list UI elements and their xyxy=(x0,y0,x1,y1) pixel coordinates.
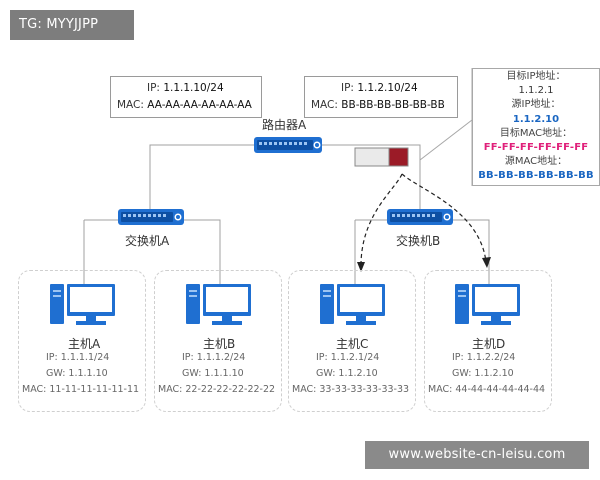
host-c-gw: GW: 1.1.2.10 xyxy=(316,368,378,379)
host-b-name: 主机B xyxy=(203,337,236,351)
computer-b-icon xyxy=(186,284,251,325)
host-a-gw: GW: 1.1.1.10 xyxy=(46,368,108,379)
ip-label: IP: xyxy=(341,82,354,94)
host-c-ip: IP: 1.1.2.1/24 xyxy=(316,352,380,363)
computer-c-icon xyxy=(320,284,385,325)
router-right-ip: 1.1.2.10/24 xyxy=(357,82,418,94)
src-mac-value: BB-BB-BB-BB-BB-BB xyxy=(478,170,594,182)
computer-d-icon xyxy=(455,284,520,325)
dst-mac-value: FF-FF-FF-FF-FF-FF xyxy=(483,142,589,154)
switch-a-label: 交换机A xyxy=(125,234,170,248)
broadcast-arrow-d xyxy=(401,173,487,263)
router-icon xyxy=(254,137,322,153)
host-c-name: 主机C xyxy=(336,337,369,351)
host-d-box xyxy=(424,270,552,412)
host-d-gw: GW: 1.1.2.10 xyxy=(452,368,514,379)
packet-callout: 目标IP地址： 1.1.2.1 源IP地址： 1.1.2.10 目标MAC地址：… xyxy=(472,68,600,186)
link-switch-b-hosts xyxy=(354,219,490,288)
ip-label: IP: xyxy=(147,82,160,94)
watermark-label: www.website-cn-leisu.com xyxy=(365,441,589,469)
link-router-switch-b xyxy=(322,144,421,210)
host-c-mac: MAC: 33-33-33-33-33-33 xyxy=(292,384,410,395)
host-a-mac: MAC: 11-11-11-11-11-11 xyxy=(22,384,140,395)
src-ip-label: 源IP地址： xyxy=(511,99,561,111)
router-left-port-info: IP: 1.1.1.10/24 MAC: AA-AA-AA-AA-AA-AA xyxy=(110,76,262,118)
host-a-box xyxy=(18,270,146,412)
host-d-ip: IP: 1.1.2.2/24 xyxy=(452,352,516,363)
mac-label: MAC: xyxy=(311,99,338,111)
router-right-mac: BB-BB-BB-BB-BB-BB xyxy=(341,99,445,111)
src-mac-label: 源MAC地址： xyxy=(504,156,568,168)
switch-b-icon xyxy=(387,209,453,225)
computer-a-icon xyxy=(50,284,115,325)
host-a-name: 主机A xyxy=(68,337,101,351)
router-left-mac: AA-AA-AA-AA-AA-AA xyxy=(147,99,252,111)
host-a-ip: IP: 1.1.1.1/24 xyxy=(46,352,110,363)
host-b-gw: GW: 1.1.1.10 xyxy=(182,368,244,379)
switch-b-label: 交换机B xyxy=(396,234,441,248)
dst-mac-label: 目标MAC地址： xyxy=(499,127,573,139)
dst-ip-label: 目标IP地址： xyxy=(506,71,566,82)
mac-label: MAC: xyxy=(117,99,144,111)
router-left-ip: 1.1.1.10/24 xyxy=(163,82,224,94)
router-right-port-info: IP: 1.1.2.10/24 MAC: BB-BB-BB-BB-BB-BB xyxy=(304,76,458,118)
link-switch-a-hosts xyxy=(83,219,221,288)
host-b-ip: IP: 1.1.1.2/24 xyxy=(182,352,246,363)
link-router-switch-a xyxy=(149,144,255,210)
host-c-box xyxy=(288,270,416,412)
arrowhead-d xyxy=(482,257,491,268)
tag-label: TG: MYYJJPP xyxy=(10,10,134,40)
host-b-box xyxy=(154,270,282,412)
src-ip-value: 1.1.2.10 xyxy=(512,113,560,125)
switch-a-icon xyxy=(118,209,184,225)
host-d-name: 主机D xyxy=(472,337,506,351)
router-label: 路由器A xyxy=(262,118,307,132)
packet-icon xyxy=(354,147,409,167)
dst-ip-value: 1.1.2.1 xyxy=(518,85,554,97)
host-b-mac: MAC: 22-22-22-22-22-22 xyxy=(158,384,276,395)
arrowhead-c xyxy=(357,262,365,272)
host-d-mac: MAC: 44-44-44-44-44-44 xyxy=(428,384,546,395)
